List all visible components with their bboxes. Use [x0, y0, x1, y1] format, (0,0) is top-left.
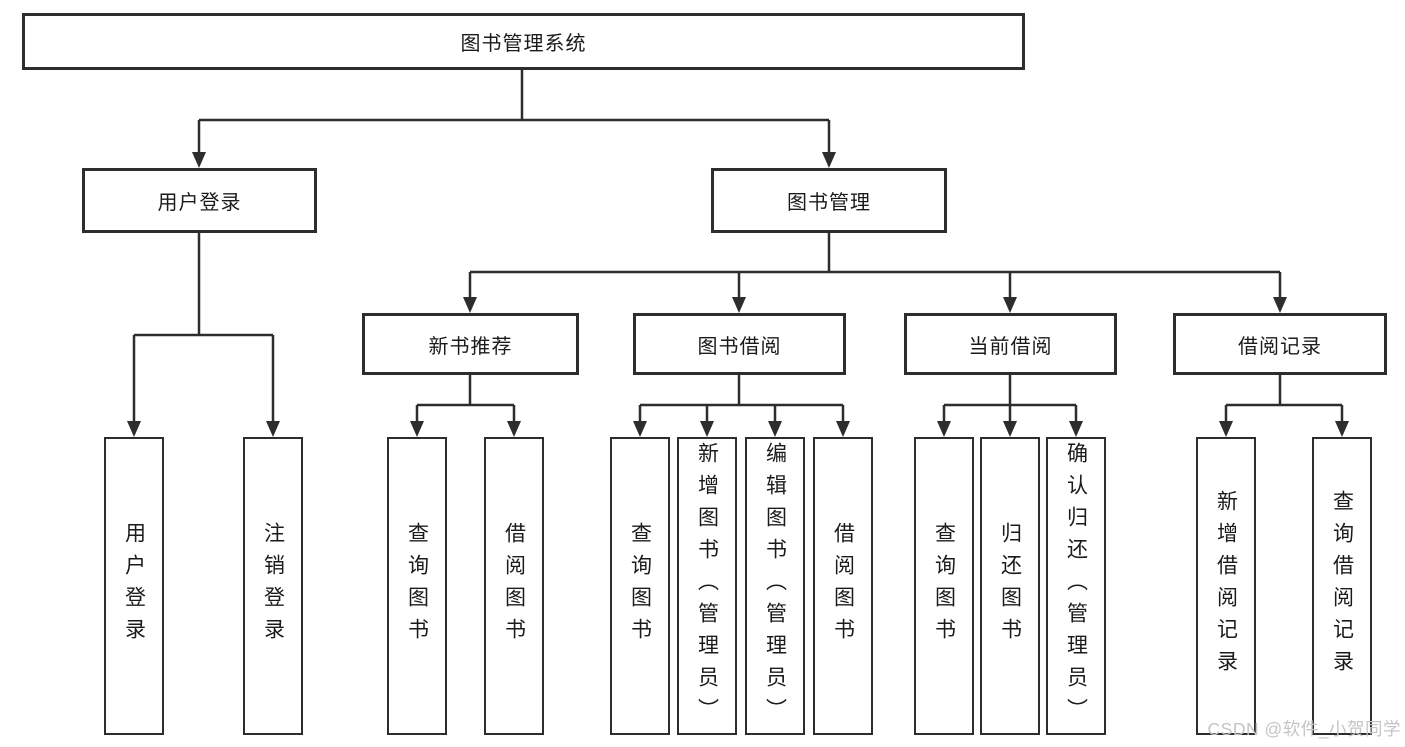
arrowhead: [1003, 297, 1017, 313]
node-label: 借阅记录: [1238, 335, 1322, 358]
node-label: 图书借阅: [697, 335, 782, 358]
node-new-book-recommend: 新书推荐: [362, 313, 579, 375]
leaf-edit-books-admin: 编辑图书（管理员）: [745, 437, 805, 735]
leaf-label: 编辑图书（管理员）: [763, 442, 787, 730]
arrowhead: [192, 152, 206, 168]
leaf-label: 注销登录: [261, 522, 285, 650]
leaf-label: 借阅图书: [502, 522, 526, 650]
leaf-return-books: 归还图书: [980, 437, 1040, 735]
leaf-logout: 注销登录: [243, 437, 303, 735]
connector-group-3: [1224, 375, 1344, 421]
arrowhead: [937, 421, 951, 437]
leaf-label: 查询图书: [628, 522, 652, 650]
node-user-login: 用户登录: [82, 168, 317, 233]
arrowhead: [507, 421, 521, 437]
leaf-query-books: 查询图书: [387, 437, 447, 735]
connector-login: [132, 233, 275, 421]
node-label: 图书管理系统: [460, 33, 587, 55]
leaf-label: 查询借阅记录: [1330, 490, 1354, 682]
node-label: 图书管理: [787, 192, 871, 214]
connector-group-1: [638, 375, 845, 421]
leaf-confirm-return-admin: 确认归还（管理员）: [1046, 437, 1106, 735]
leaf-label: 借阅图书: [831, 522, 855, 650]
arrowhead: [1273, 297, 1287, 313]
leaf-label: 新增图书（管理员）: [695, 442, 719, 730]
arrowhead: [1069, 421, 1083, 437]
arrowhead: [1219, 421, 1233, 437]
arrowhead: [633, 421, 647, 437]
node-book-management: 图书管理: [711, 168, 947, 233]
leaf-add-books-admin: 新增图书（管理员）: [677, 437, 737, 735]
leaf-label: 归还图书: [998, 522, 1022, 650]
arrowhead: [266, 421, 280, 437]
leaf-borrow-books: 借阅图书: [813, 437, 873, 735]
connector-manage: [468, 233, 1282, 297]
connector-root: [197, 70, 831, 152]
arrowhead: [732, 297, 746, 313]
leaf-label: 用户登录: [122, 522, 146, 650]
leaf-query-books: 查询图书: [610, 437, 670, 735]
connector-group-2: [942, 375, 1078, 421]
leaf-label: 新增借阅记录: [1214, 490, 1238, 682]
leaf-label: 查询图书: [405, 522, 429, 650]
node-root: 图书管理系统: [22, 13, 1025, 70]
arrowhead: [410, 421, 424, 437]
arrowhead: [1003, 421, 1017, 437]
arrowhead: [700, 421, 714, 437]
node-current-borrow: 当前借阅: [904, 313, 1117, 375]
arrowhead: [127, 421, 141, 437]
leaf-query-books: 查询图书: [914, 437, 974, 735]
node-label: 用户登录: [157, 192, 242, 214]
leaf-borrow-books: 借阅图书: [484, 437, 544, 735]
leaf-label: 确认归还（管理员）: [1064, 442, 1088, 730]
node-label: 新书推荐: [428, 335, 513, 358]
arrowhead: [836, 421, 850, 437]
leaf-add-borrow-record: 新增借阅记录: [1196, 437, 1256, 735]
arrowhead: [768, 421, 782, 437]
connector-group-0: [415, 375, 516, 421]
leaf-user-login: 用户登录: [104, 437, 164, 735]
leaf-label: 查询图书: [932, 522, 956, 650]
node-borrow-records: 借阅记录: [1173, 313, 1387, 375]
node-label: 当前借阅: [968, 335, 1053, 358]
node-book-borrow: 图书借阅: [633, 313, 846, 375]
watermark: CSDN @软件_小贺同学: [1207, 719, 1401, 739]
arrowhead: [822, 152, 836, 168]
arrowhead: [463, 297, 477, 313]
arrowhead: [1335, 421, 1349, 437]
leaf-query-borrow-record: 查询借阅记录: [1312, 437, 1372, 735]
